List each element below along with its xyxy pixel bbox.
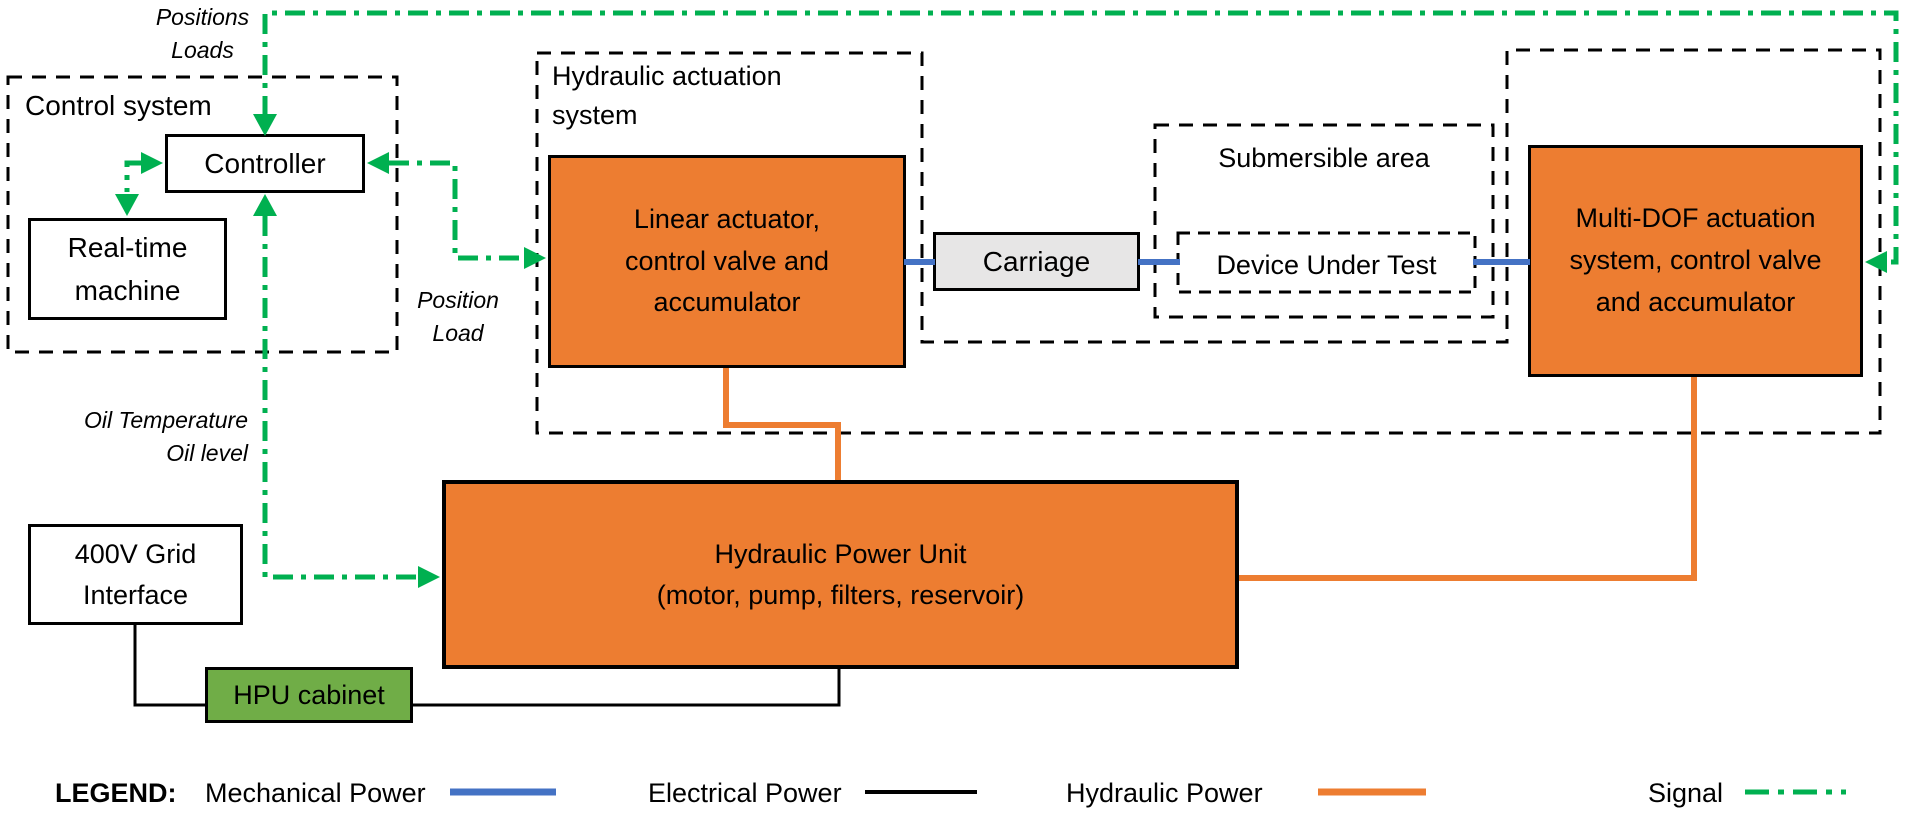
linear-actuator-box: Linear actuator, control valve and accum… bbox=[548, 155, 906, 368]
hydraulic-actuation-group-label: Hydraulic actuation system bbox=[552, 61, 782, 131]
arrowhead-into-controller-top bbox=[253, 114, 277, 136]
arrowhead-into-controller-right bbox=[367, 152, 389, 174]
hydraulic-line-hpu-to-multidof bbox=[1239, 377, 1697, 581]
signal-line-multidof-to-controller bbox=[262, 10, 1899, 265]
legend-electrical-label: Electrical Power bbox=[648, 778, 842, 808]
positions-loads-label: Positions Loads bbox=[155, 4, 250, 64]
arrowhead-into-controller-bottom bbox=[253, 194, 277, 216]
device-under-test-dashed-box bbox=[1176, 231, 1477, 294]
signal-line-controller-to-realtime bbox=[124, 160, 143, 192]
arrowhead-into-realtime-machine bbox=[115, 194, 139, 216]
legend-title: LEGEND: bbox=[55, 778, 177, 808]
control-system-dashed-box bbox=[6, 75, 399, 354]
legend-mechanical-label: Mechanical Power bbox=[205, 778, 426, 808]
hpu-cabinet-box: HPU cabinet bbox=[205, 667, 413, 723]
multi-dof-box: Multi-DOF actuation system, control valv… bbox=[1528, 145, 1863, 377]
arrowhead-into-hpu bbox=[418, 566, 440, 588]
realtime-machine-box: Real-time machine bbox=[28, 218, 227, 320]
actuation-systems-dashed-outline bbox=[535, 48, 1882, 435]
legend-hydraulic-label: Hydraulic Power bbox=[1066, 778, 1263, 808]
oil-temperature-level-label: Oil Temperature Oil level bbox=[83, 407, 248, 467]
hydraulic-line-actuator-to-hpu bbox=[723, 368, 841, 480]
submersible-area-group-label: Submersible area bbox=[1218, 143, 1430, 173]
arrowhead-into-controller-left bbox=[141, 152, 163, 174]
device-under-test-box: Device Under Test bbox=[1216, 250, 1437, 280]
signal-line-controller-to-actuator bbox=[389, 160, 522, 261]
arrowhead-into-multidof bbox=[1865, 251, 1887, 273]
hydraulic-power-unit-box: Hydraulic Power Unit (motor, pump, filte… bbox=[442, 480, 1239, 669]
arrowhead-into-linear-actuator bbox=[524, 247, 546, 269]
legend-signal-label: Signal bbox=[1648, 778, 1724, 808]
carriage-box: Carriage bbox=[933, 232, 1140, 291]
control-system-group-label: Control system bbox=[25, 90, 212, 121]
electrical-line-grid-to-cabinet bbox=[133, 625, 205, 707]
electrical-line-cabinet-to-hpu bbox=[413, 669, 841, 707]
grid-interface-box: 400V Grid Interface bbox=[28, 524, 243, 625]
submersible-area-dashed-box bbox=[1153, 123, 1495, 319]
signal-line-controller-to-hpu bbox=[262, 216, 416, 580]
controller-box: Controller bbox=[165, 134, 365, 193]
position-load-label: Position Load bbox=[417, 287, 499, 347]
